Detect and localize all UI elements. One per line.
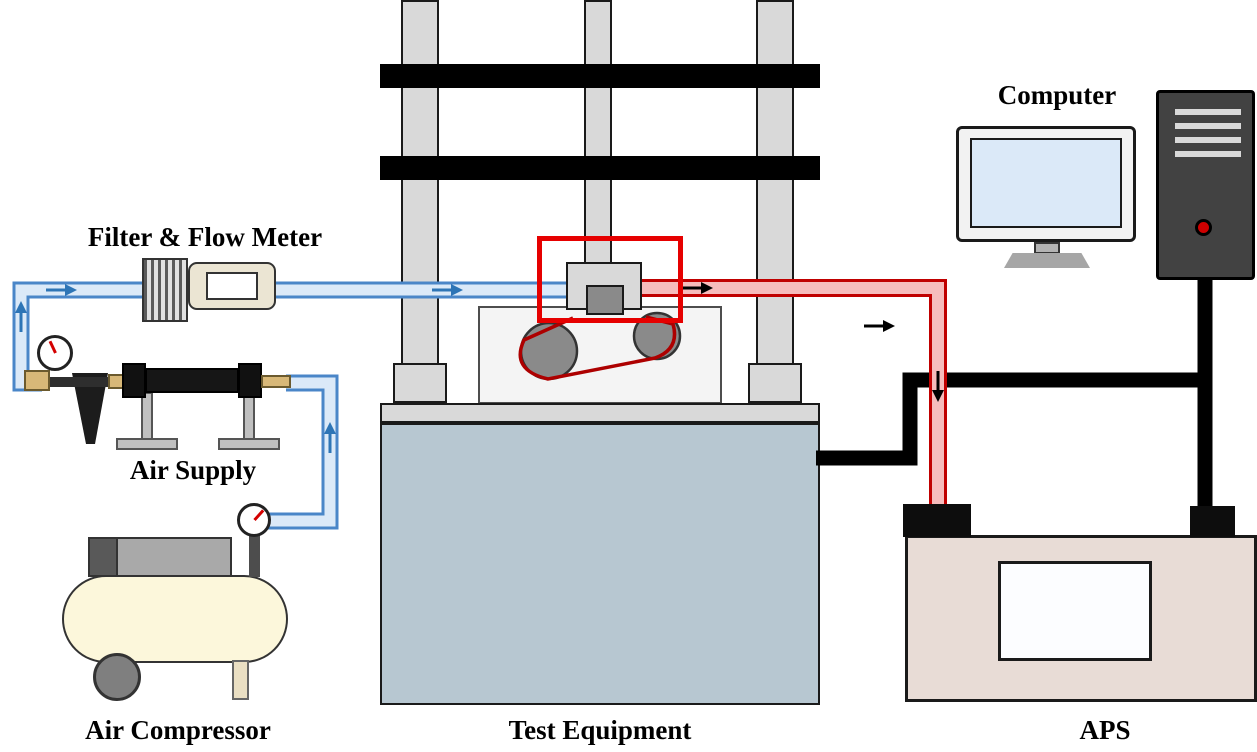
signal-cable-test-to-aps — [816, 372, 1205, 466]
gauge-needle — [252, 509, 264, 522]
label-aps: APS — [1079, 715, 1131, 745]
test-equipment-column-left — [401, 0, 439, 365]
air-filter — [142, 258, 188, 322]
air-line-supply-to-test — [15, 284, 600, 389]
test-equipment-crosshead-lower — [380, 156, 820, 180]
flow-arrow-up-2 — [324, 422, 336, 453]
aps-inlet-connector — [903, 504, 971, 537]
air-line-compressor-to-supply — [266, 377, 336, 527]
air-supply-tip-right — [261, 375, 291, 388]
pressure-line-test-to-aps — [640, 279, 947, 512]
test-equipment-crosshead-top — [380, 64, 820, 88]
specimen-highlight-box — [537, 236, 683, 323]
air-line-supply-to-test — [12, 281, 600, 392]
air-supply-stand-post-left — [141, 392, 153, 440]
compressor-wheel — [93, 653, 141, 701]
gauge-needle — [48, 340, 57, 354]
label-air-compressor: Air Compressor — [85, 715, 271, 745]
tower-vent-slot — [1175, 109, 1241, 115]
flow-arrow-up-1 — [15, 301, 27, 332]
signal-arrow-right — [864, 320, 895, 332]
air-line-compressor-to-supply — [266, 374, 339, 530]
tower-vent-slot — [1175, 123, 1241, 129]
air-supply-cylinder — [145, 368, 239, 393]
air-supply-stand-foot-left — [116, 438, 178, 450]
test-equipment-base-plate — [380, 403, 820, 423]
label-filter-flow-meter: Filter & Flow Meter — [87, 222, 323, 252]
tower-power-button — [1195, 219, 1212, 236]
test-equipment-base — [380, 423, 820, 705]
flow-arrow-right-2 — [432, 284, 463, 296]
pressure-arrow-down — [932, 371, 944, 402]
label-computer: Computer — [997, 80, 1117, 110]
computer-tower — [1156, 90, 1255, 280]
air-supply-stand-foot-right — [218, 438, 280, 450]
aps-window — [998, 561, 1152, 661]
air-supply-stand-post-right — [243, 392, 255, 440]
air-supply-end-cap-right — [238, 363, 262, 398]
aps-cable-connector — [1190, 506, 1235, 537]
flow-meter-window — [206, 272, 258, 300]
test-equipment-center-rod — [584, 0, 612, 264]
monitor-stand-base — [1004, 253, 1090, 268]
compressor-pressure-gauge — [237, 503, 271, 537]
tower-vent-slot — [1175, 151, 1241, 157]
pressure-arrow-right — [682, 282, 713, 294]
test-equipment-column-foot-left — [393, 363, 447, 403]
regulator-fitting — [24, 370, 50, 391]
load-cell-anvil — [586, 285, 624, 315]
label-air-supply: Air Supply — [129, 455, 257, 485]
compressor-gauge-stem — [249, 533, 260, 577]
test-equipment-column-foot-right — [748, 363, 802, 403]
compressor-motor — [116, 537, 232, 577]
air-supply-pipe — [46, 377, 126, 387]
compressor-foot — [232, 660, 249, 700]
funnel-filter — [72, 373, 108, 444]
tower-vent-slot — [1175, 137, 1241, 143]
air-supply-pressure-gauge — [37, 335, 73, 371]
computer-screen — [970, 138, 1122, 228]
flow-arrow-right-1 — [46, 284, 77, 296]
label-test-equipment: Test Equipment — [508, 715, 692, 745]
air-supply-end-cap-left — [122, 363, 146, 398]
pressure-line-test-to-aps — [640, 282, 944, 512]
drive-belt — [518, 315, 677, 381]
